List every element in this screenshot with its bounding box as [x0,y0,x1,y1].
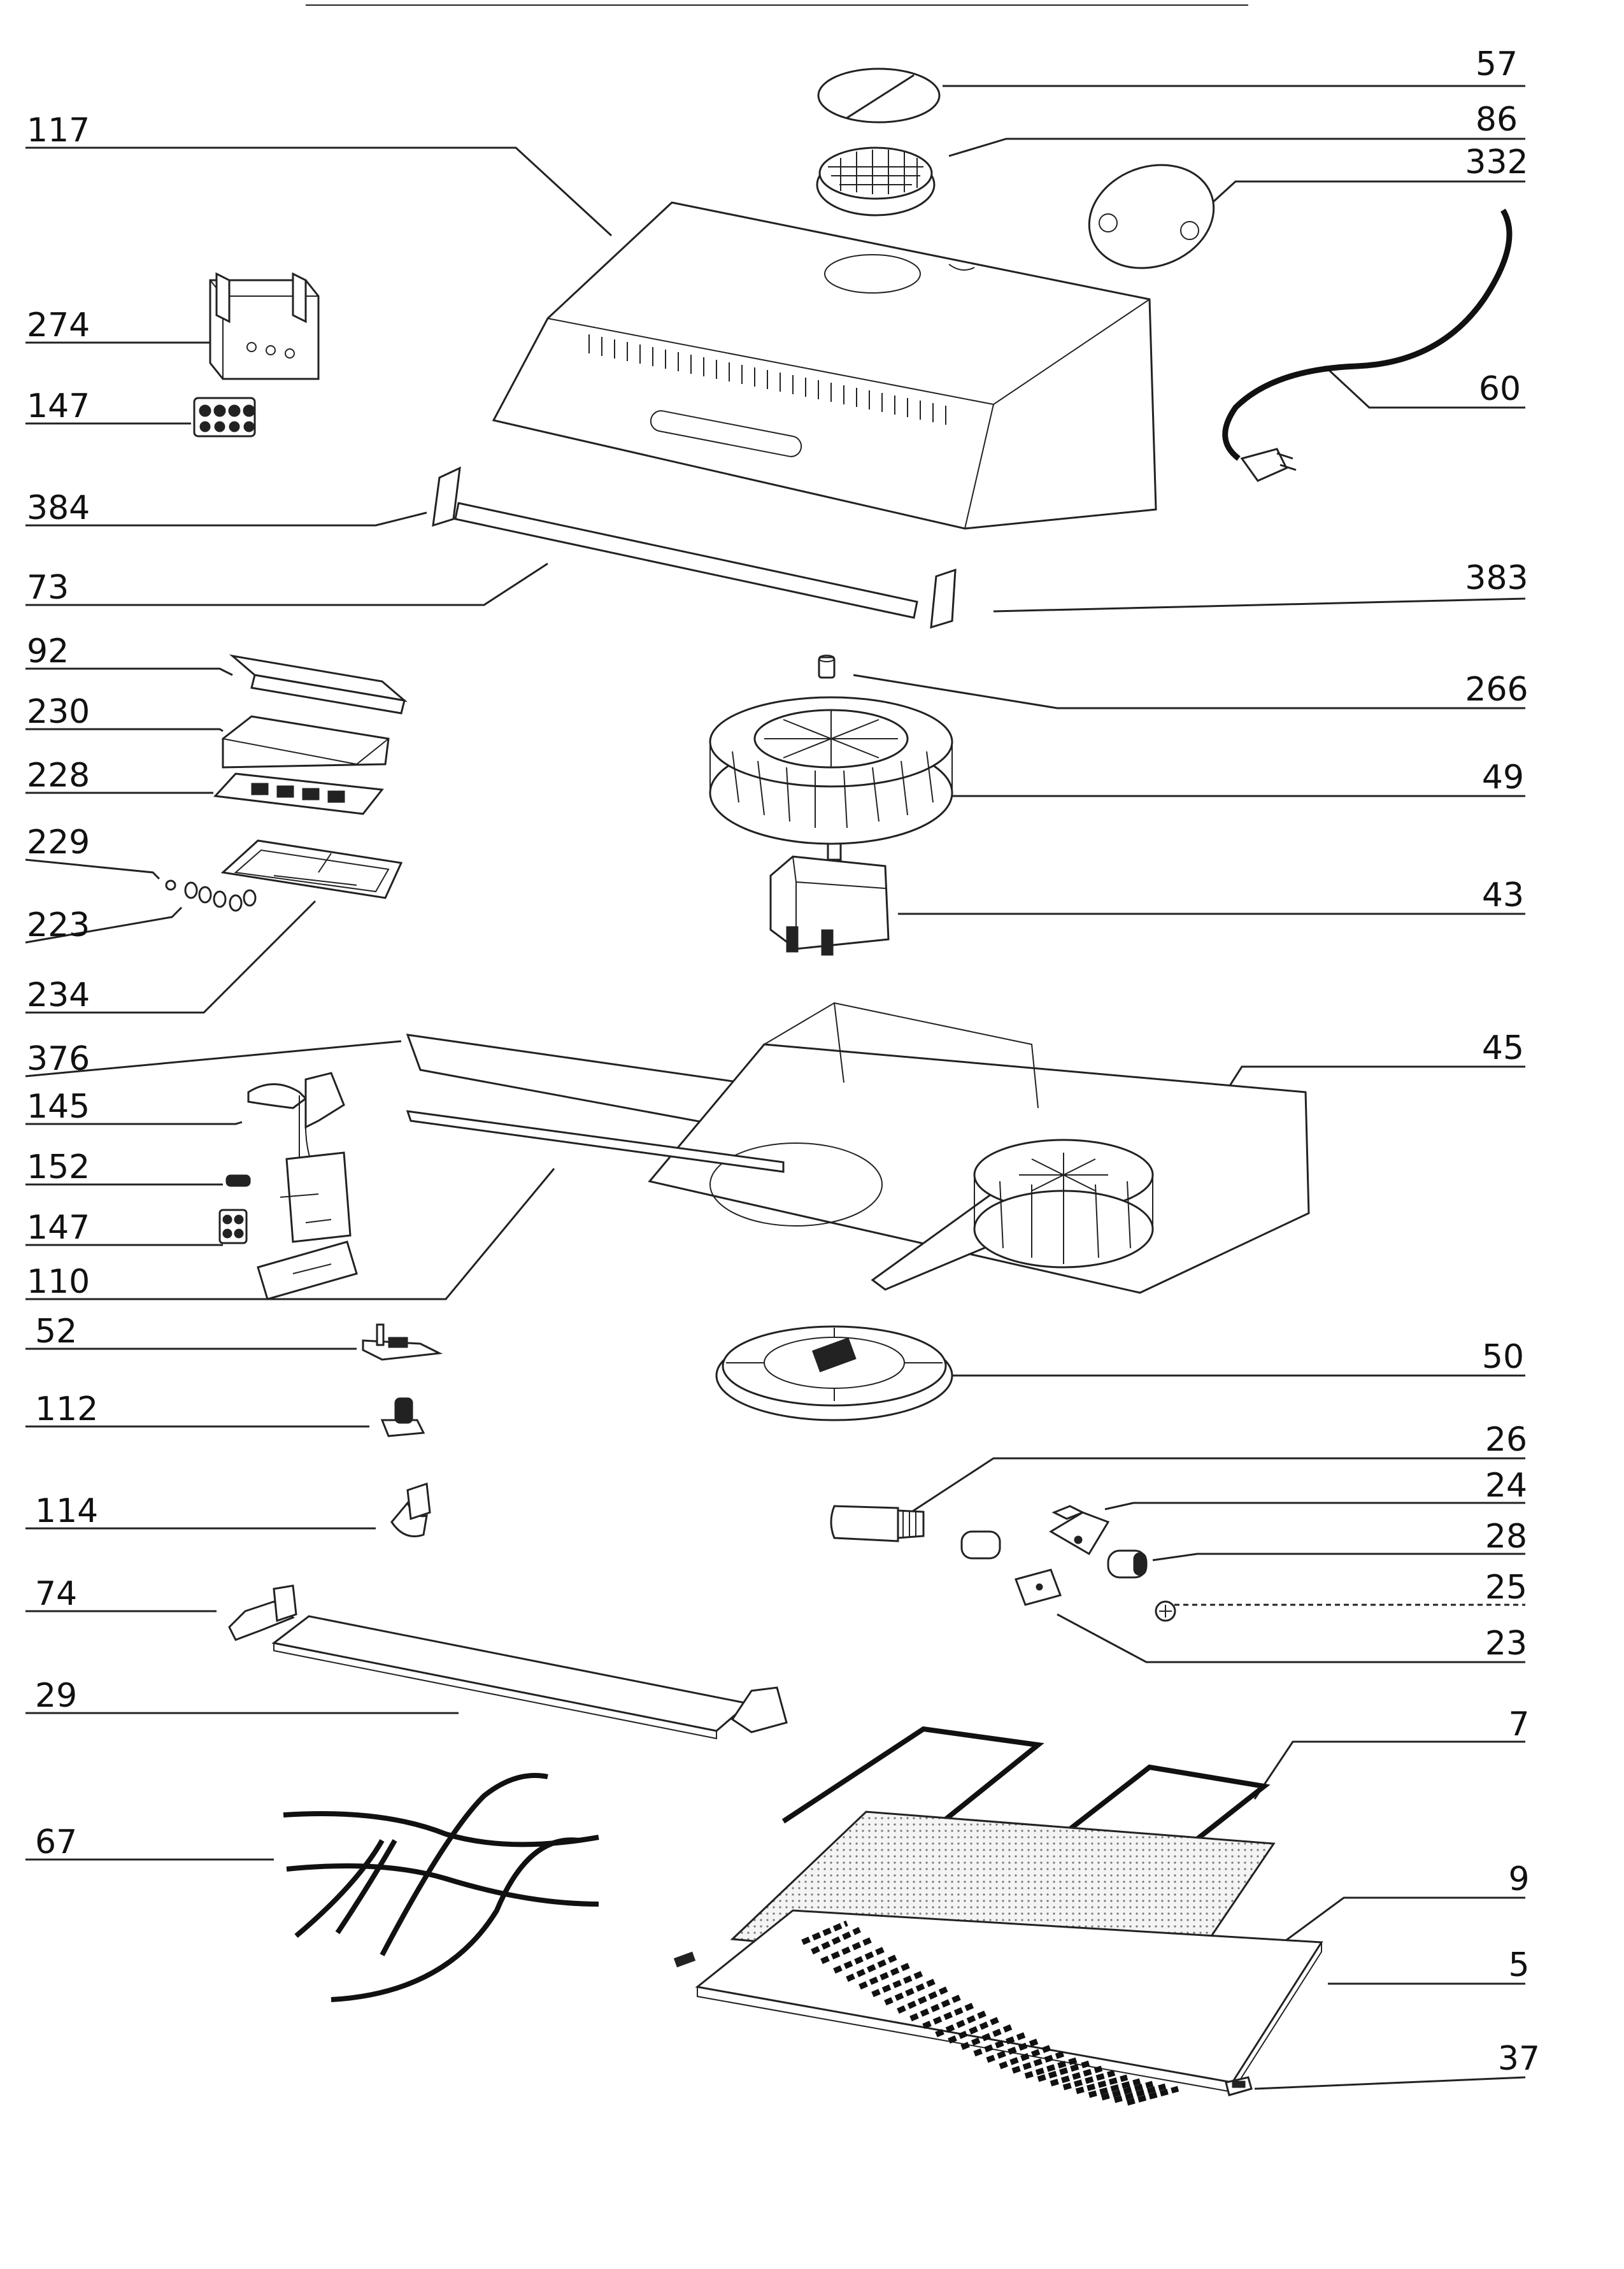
label-383: 383 [1465,559,1528,597]
switch-cover-part [222,715,390,769]
label-223: 223 [27,906,90,944]
indicator-and-buttons-part [165,879,257,912]
terminal-block-lower-part [218,1209,248,1244]
label-74: 74 [35,1575,77,1613]
label-26: 26 [1485,1421,1527,1459]
label-7: 7 [1508,1705,1529,1744]
lamp-holder-clip-part [362,1323,443,1361]
label-28: 28 [1485,1518,1527,1556]
label-332: 332 [1465,143,1528,181]
fan-casing-cover-part [715,1325,953,1421]
filter-frame-part [673,1909,1323,2106]
hinge-part [228,1584,297,1641]
label-112: 112 [35,1390,98,1428]
capacitor-bracket-part [247,1072,345,1191]
part-number-labels: 57 86 117 332 274 147 60 384 73 383 92 2… [27,45,1540,2078]
label-43: 43 [1482,876,1524,914]
screw-part [1155,1600,1176,1622]
label-228: 228 [27,757,90,795]
terminal-box-part [209,272,320,380]
front-rail-part [257,1110,785,1300]
lamp-body-part [960,1530,1001,1560]
label-234: 234 [27,976,90,1014]
fan-wheel-part [709,696,953,845]
label-152: 152 [27,1148,90,1186]
outlet-collar-part [816,146,936,217]
label-50: 50 [1482,1338,1524,1376]
motor-housing-part [648,1002,1310,1294]
clip-part [390,1482,431,1537]
filter-catch-part [1225,2076,1253,2096]
fan-nut-part [818,655,836,679]
label-37: 37 [1498,2040,1540,2078]
label-274: 274 [27,306,90,345]
lamp-cap-part [1107,1549,1148,1579]
wiring-harness-part [283,1773,599,2002]
motor-part [769,827,890,956]
label-24: 24 [1485,1467,1527,1505]
label-60: 60 [1479,370,1521,408]
label-29: 29 [35,1677,77,1715]
label-145: 145 [27,1088,90,1126]
hood-body-part [492,201,1157,530]
hood-vent-slots [588,334,946,425]
label-57: 57 [1476,45,1518,83]
label-73: 73 [27,569,69,607]
label-67: 67 [35,1823,77,1861]
outlet-cover-part [1088,164,1215,269]
label-110: 110 [27,1263,90,1301]
reduction-flap-part [817,68,941,124]
fuse-part [225,1174,251,1187]
front-trim-part [432,466,957,629]
control-panel-frame-part [220,839,403,899]
label-92: 92 [27,632,69,671]
label-23: 23 [1485,1625,1527,1663]
lamp-socket-part [380,1397,425,1437]
label-147: 147 [27,387,90,425]
label-86: 86 [1476,101,1518,139]
leader-lines [25,85,1526,2090]
label-117: 117 [27,111,90,150]
switch-block-part [213,772,384,815]
label-147-lower: 147 [27,1209,90,1247]
label-9: 9 [1508,1860,1529,1898]
label-25: 25 [1485,1568,1527,1607]
label-49: 49 [1482,758,1524,797]
label-229: 229 [27,823,90,862]
terminal-block-part [193,397,256,437]
label-114: 114 [35,1492,98,1530]
label-5: 5 [1508,1946,1529,1984]
lamp-bracket-part [1049,1505,1110,1556]
lamp-shade-part [1015,1568,1062,1606]
label-266: 266 [1465,671,1528,709]
label-230: 230 [27,693,90,731]
label-384: 384 [27,489,90,527]
bulb-part [830,1505,925,1542]
label-376: 376 [27,1040,90,1078]
filter-frame-slots [801,1920,1179,2106]
label-45: 45 [1482,1029,1524,1067]
power-cord-part [1222,208,1513,482]
glass-panel-part [271,1615,788,1740]
label-52: 52 [35,1312,77,1351]
switch-bracket-part [229,654,408,715]
